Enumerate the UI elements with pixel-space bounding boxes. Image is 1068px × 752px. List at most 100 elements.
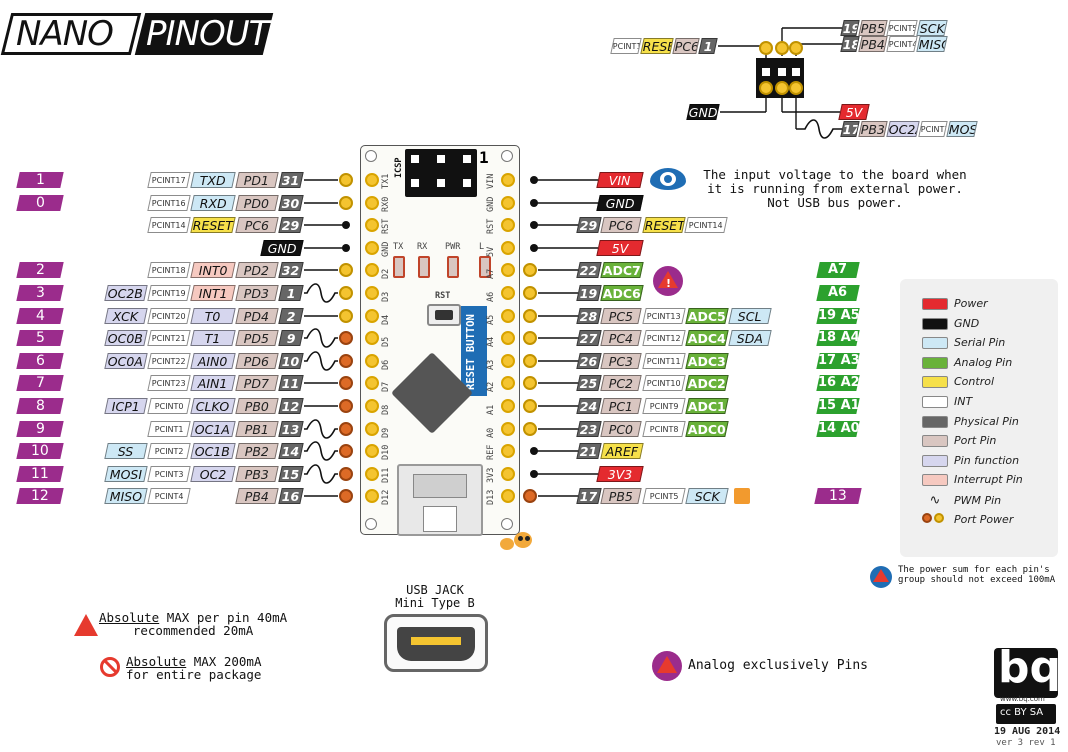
right-pin-8-analog-text: ADC3: [687, 354, 726, 369]
left-pin-7-power-pad: [339, 331, 353, 345]
left-pin-6-portfn: T0: [190, 308, 236, 324]
left-pin-7-physical-text: 9: [286, 331, 296, 346]
left-pin-1-digital-text: 0: [35, 195, 45, 211]
max-per-pin-note: Absolute MAX per pin 40mA recommended 20…: [99, 611, 287, 637]
right-pin-6-pcint-text: PCINT13: [646, 312, 681, 321]
license-text: cc BY SA: [1000, 707, 1044, 718]
max-pkg-word: Absolute: [126, 654, 187, 669]
icsp-top-serial-0: SCK: [916, 20, 948, 36]
left-pin-14-physical-text: 16: [282, 489, 300, 504]
reset-button[interactable]: [427, 304, 461, 326]
title-part1: NANO: [16, 14, 114, 54]
left-pin-14-port-text: PB4: [244, 489, 269, 504]
icsp-top-num-0: 19: [840, 20, 860, 36]
legend-item: Port Pin: [922, 434, 996, 448]
left-pin-7-func: OC0B: [104, 330, 148, 346]
right-pin-5-arduino-pin-text: A6: [828, 285, 848, 300]
vin-info-icon: [650, 168, 686, 190]
left-pin-0-pcint: PCINT17: [147, 172, 191, 188]
legend-label: Physical Pin: [954, 414, 1019, 428]
right-pin-12-physical-text: 21: [580, 444, 598, 459]
left-pin-8-func: OC0A: [104, 353, 148, 369]
right-pin-2-dot: [530, 221, 538, 229]
right-pin-14-pcint: PCINT5: [642, 488, 686, 504]
left-pin-7-port: PD5: [235, 330, 279, 346]
left-pin-2-physical: 29: [278, 217, 304, 233]
icsp-mosi-func-text: OC2A: [888, 122, 920, 137]
left-pin-2-portfn-text: RESET: [192, 218, 233, 233]
right-pin-5-physical: 19: [576, 285, 602, 301]
board-pin-d11: [365, 467, 379, 481]
left-pin-5-pwm-wire: [304, 283, 338, 303]
icsp-gnd: GND: [686, 104, 720, 120]
right-pin-4-physical-text: 22: [580, 263, 598, 278]
right-pin-6-physical: 28: [576, 308, 602, 324]
legend-label: PWM Pin: [954, 494, 1002, 507]
board-pin-a3: [501, 354, 515, 368]
left-pin-12-portfn-text: OC1B: [195, 444, 231, 459]
board-pin-label: D12: [381, 489, 391, 505]
left-pin-5-digital-text: 3: [35, 285, 45, 301]
led-rx: [418, 256, 430, 278]
legend-label: Analog Pin: [954, 355, 1013, 369]
board-pin-d5: [365, 331, 379, 345]
board-pin-d8: [365, 399, 379, 413]
right-pin-2-port: PC6: [600, 217, 642, 233]
left-pin-11-physical-text: 13: [282, 422, 300, 437]
right-pin-7-port-text: PC4: [608, 331, 633, 346]
right-pin-3-dot: [530, 244, 538, 252]
legend-item: Serial Pin: [922, 336, 1005, 350]
icsp-left-port-text: PC6: [674, 39, 700, 54]
left-pin-2-port-text: PC6: [244, 218, 269, 233]
cc-license-badge: cc BY SA: [996, 704, 1056, 724]
right-pin-6-pcint: PCINT13: [642, 308, 686, 324]
left-pin-6-power-pad: [339, 309, 353, 323]
icsp-top-num-1: 18: [840, 36, 860, 52]
left-pin-13-pcint-text: PCINT3: [154, 470, 184, 479]
icsp-socket: [778, 68, 786, 76]
right-pin-9-power-pad: [523, 376, 537, 390]
left-pin-0-digital: 1: [16, 172, 64, 188]
usb-jack-icon: [384, 614, 488, 672]
icsp-left-port: PC6: [672, 38, 700, 54]
left-pin-13-power-pad: [339, 467, 353, 481]
right-pin-10-port-text: PC1: [608, 399, 633, 414]
mount-hole: [501, 518, 513, 530]
left-pin-14-physical: 16: [278, 488, 304, 504]
right-pin-4-analog-text: ADC7: [602, 263, 641, 278]
left-pin-5-digital: 3: [16, 285, 64, 301]
left-pin-10-power-pad: [339, 399, 353, 413]
left-pin-6-func-text: XCK: [113, 309, 139, 324]
left-pin-9-pcint-text: PCINT23: [151, 379, 186, 388]
left-pin-1-pcint-text: PCINT16: [151, 199, 186, 208]
left-pin-11-port-text: PB1: [244, 422, 269, 437]
board-pin-label: A5: [486, 314, 496, 325]
left-pin-13-digital-text: 11: [31, 466, 49, 482]
right-pin-11-pcint: PCINT8: [642, 421, 686, 437]
left-pin-11-pcint: PCINT1: [147, 421, 191, 437]
right-pin-8-port-text: PC3: [608, 354, 633, 369]
left-pin-2-port: PC6: [235, 217, 279, 233]
board-pin-5v: [501, 241, 515, 255]
legend-swatch: [922, 474, 948, 487]
max-pin-text: MAX per pin 40mA: [159, 610, 288, 625]
left-pin-14-digital: 12: [16, 488, 64, 504]
board-pin-label: RX0: [381, 196, 391, 212]
icsp-pin-pad: [775, 81, 789, 95]
icsp-left-pcint-text: PCINT14: [612, 42, 642, 51]
left-pin-5-power-pad: [339, 286, 353, 300]
icsp-mosi-pwm-wire: [796, 119, 842, 139]
legend-swatch: [922, 356, 948, 369]
left-pin-9-port: PD7: [235, 375, 279, 391]
left-pin-0-power-pad: [339, 173, 353, 187]
nano-board: ICSP 1 TX RX PWR L RST RESET BUTTON: [360, 145, 520, 536]
icsp-top-port-0-text: PB5: [860, 21, 885, 36]
left-pin-11-physical: 13: [278, 421, 304, 437]
left-pin-9-physical-text: 11: [282, 376, 300, 391]
right-pin-6-arduino-pin-text: 19 A5: [818, 308, 860, 323]
left-pin-9-portfn: AIN1: [190, 375, 236, 391]
led-l-label: L: [479, 242, 485, 252]
max-package-note: Absolute MAX 200mA for entire package: [126, 655, 261, 681]
right-pin-2-pcint-text: PCINT14: [688, 221, 723, 230]
right-pin-7-serial: SDA: [728, 330, 772, 346]
